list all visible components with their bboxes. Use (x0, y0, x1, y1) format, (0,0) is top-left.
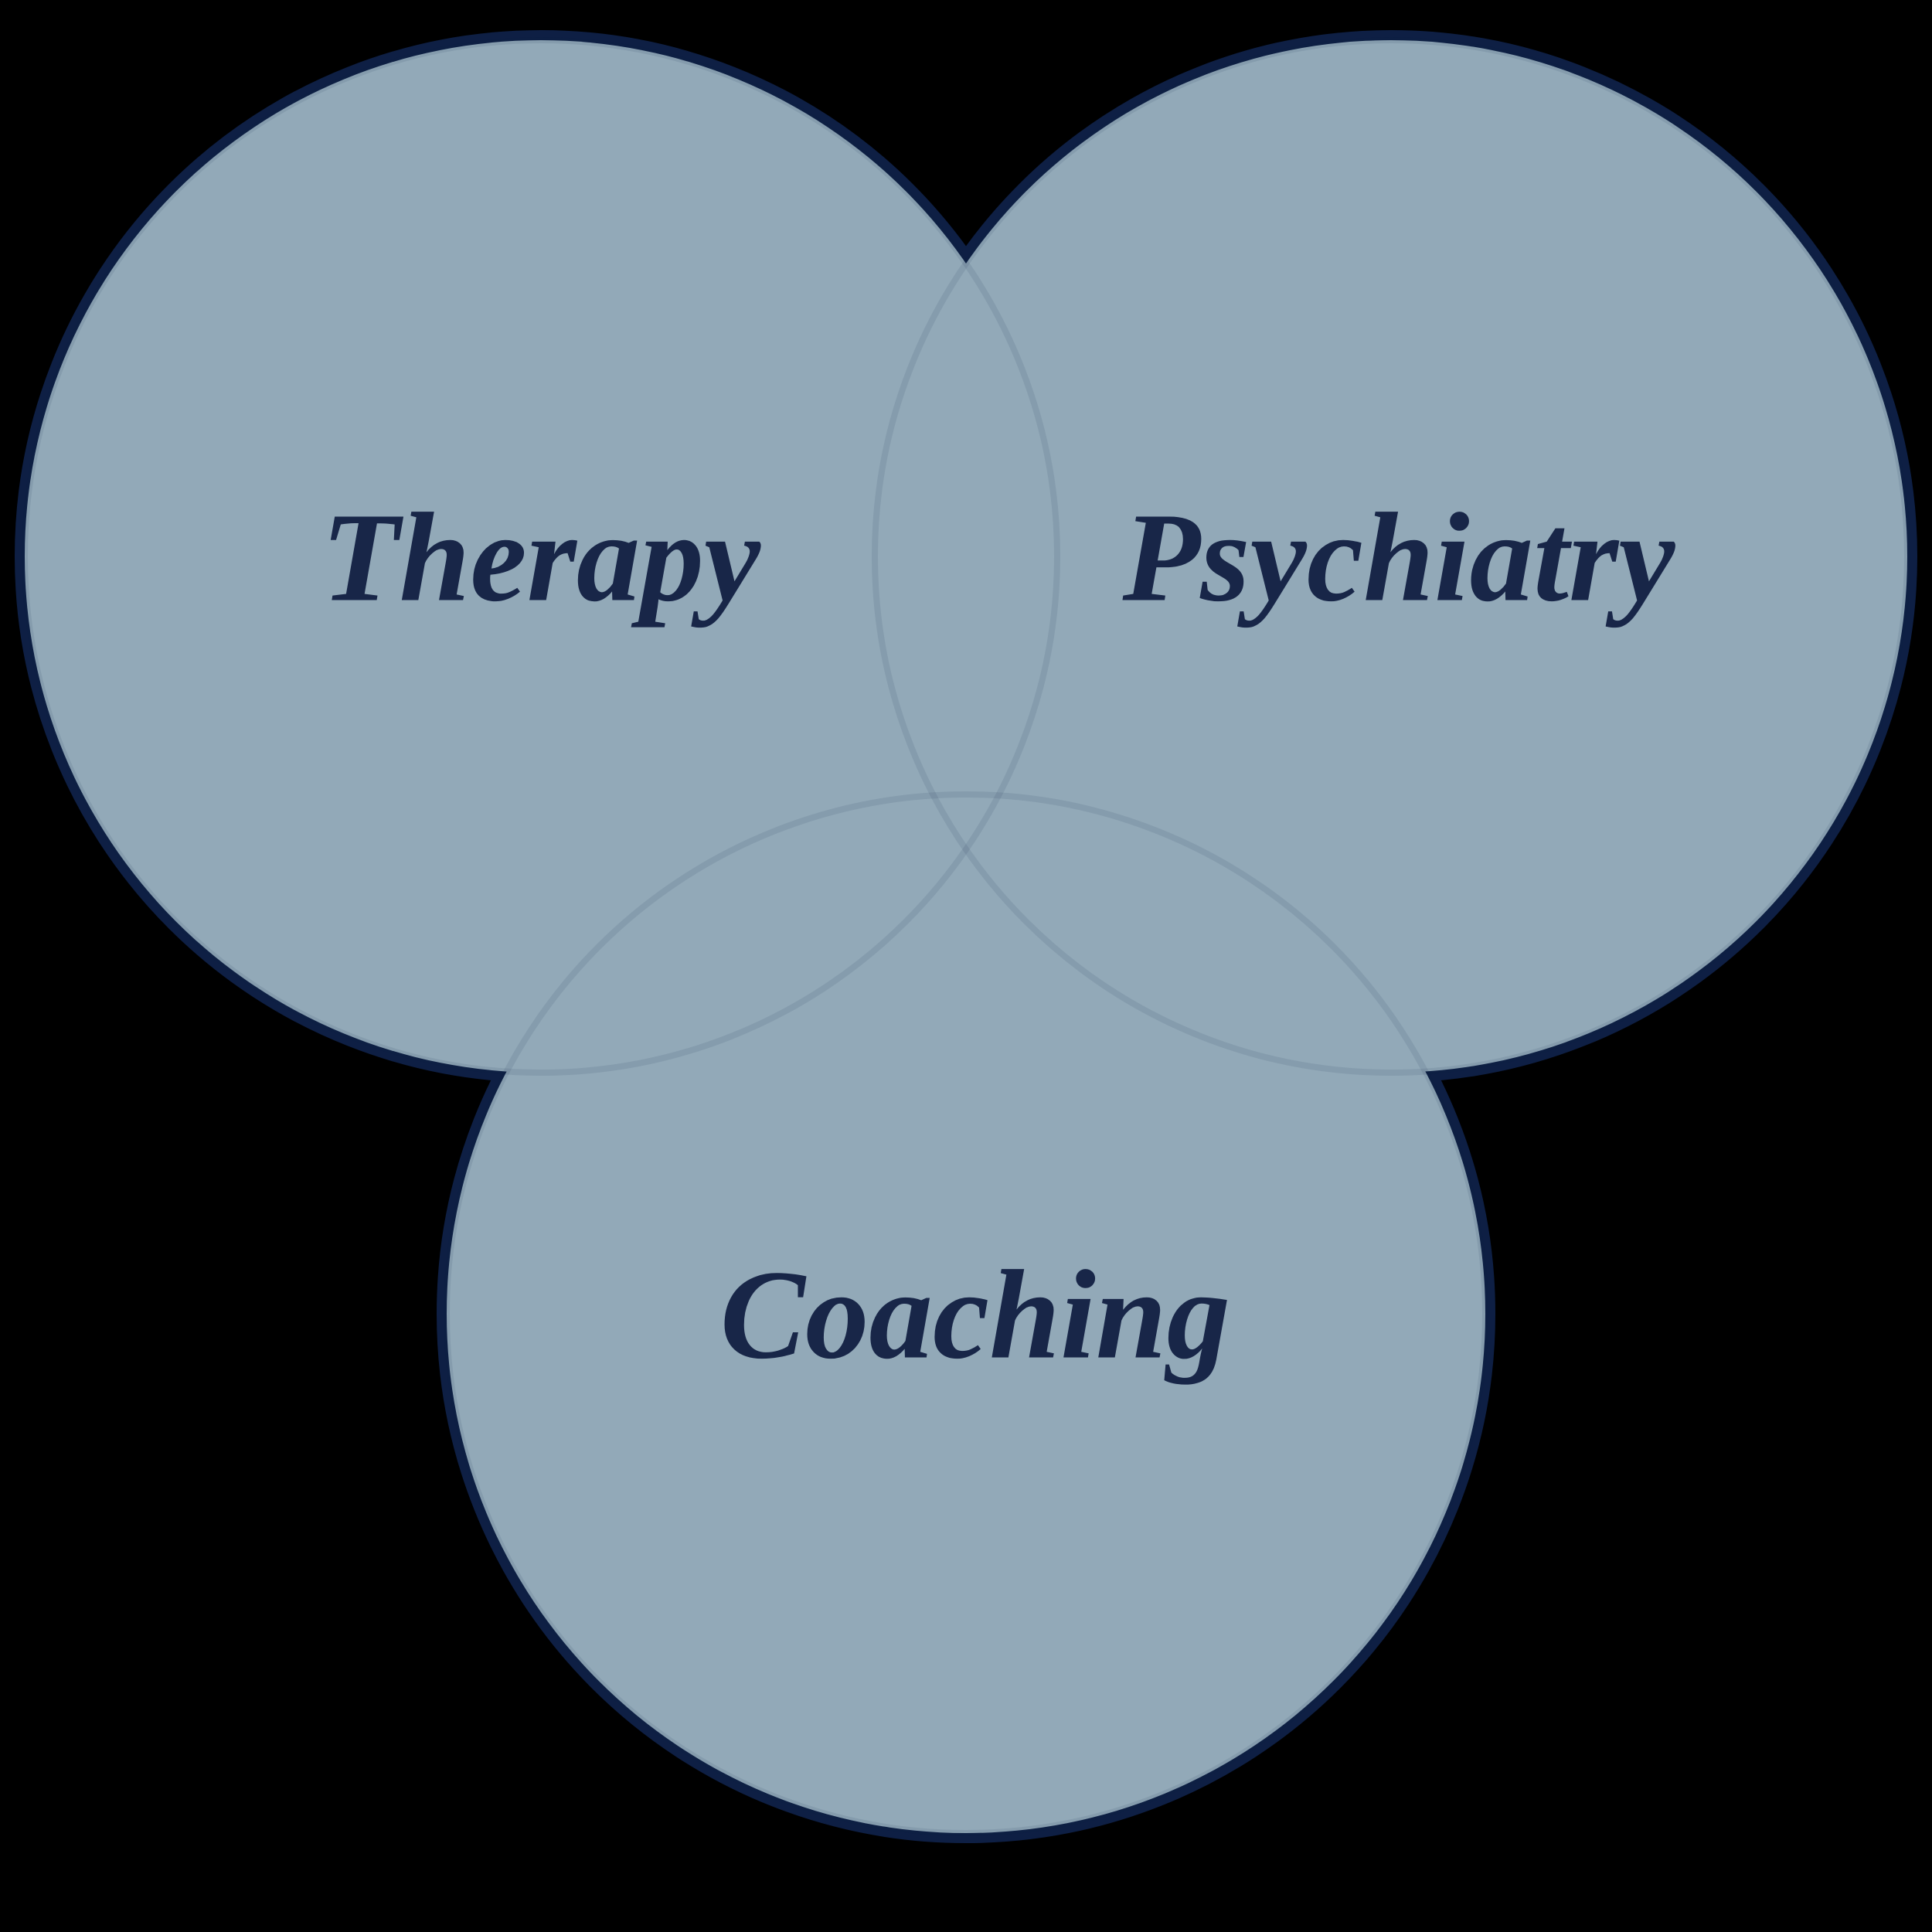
coaching-circle (447, 794, 1485, 1833)
circle-fills (25, 40, 1907, 1833)
circle-ghost-borders (22, 37, 1910, 1836)
psychiatry-label: Psychiatry (1122, 486, 1675, 628)
psychiatry-circle (875, 40, 1907, 1073)
therapy-circle-ghost-border (22, 37, 1060, 1076)
therapy-label: Therapy (321, 486, 761, 628)
coaching-label: Coaching (719, 1243, 1231, 1386)
therapy-circle (25, 40, 1057, 1073)
coaching-circle-ghost-border (444, 791, 1488, 1836)
psychiatry-circle-ghost-border (872, 37, 1910, 1076)
